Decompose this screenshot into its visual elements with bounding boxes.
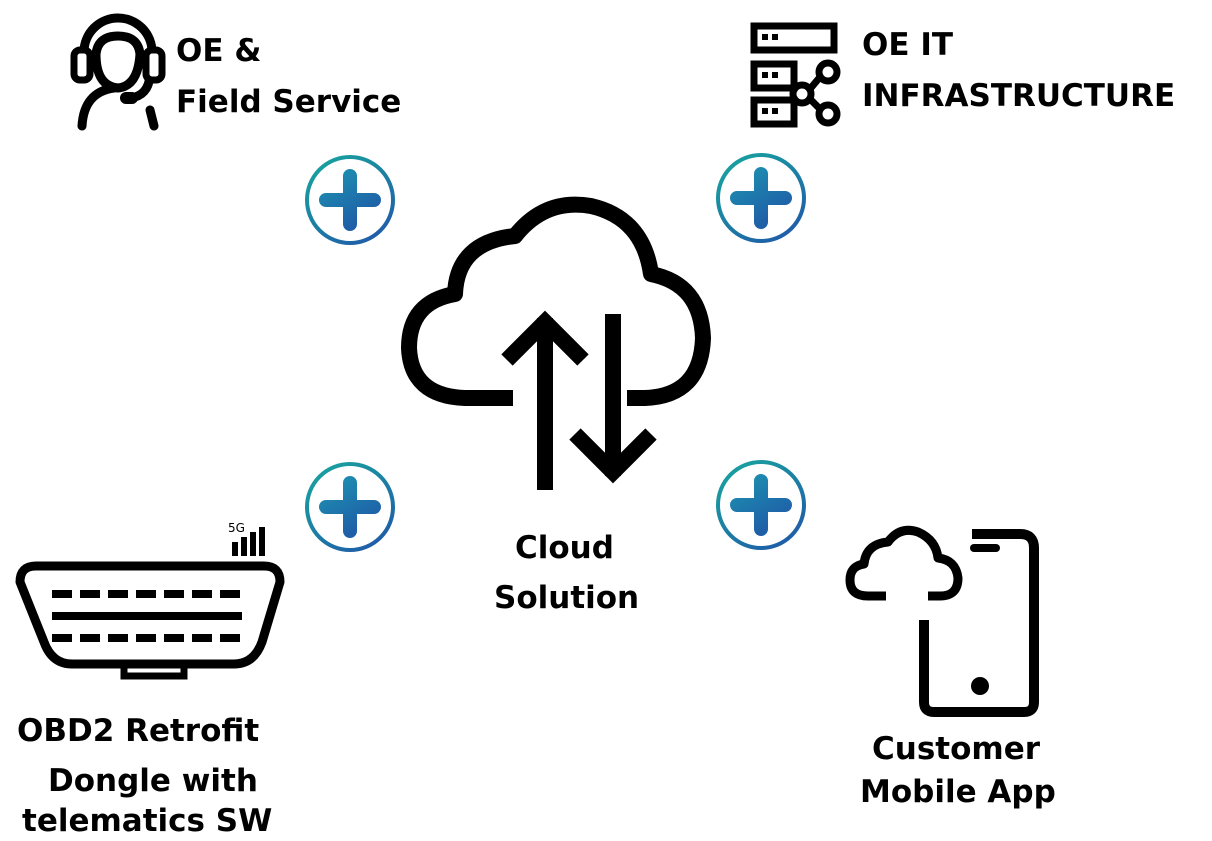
obd2-dongle-label-line2: Dongle with xyxy=(48,763,258,799)
signal-bars-icon xyxy=(232,527,265,556)
cloud-smartphone-icon xyxy=(845,525,1039,717)
plus-circle-icon xyxy=(716,153,806,243)
plus-circle-icon xyxy=(305,462,395,552)
mobile-app-label-line1: Customer xyxy=(872,731,1041,767)
field-service-label-line2: Field Service xyxy=(176,84,402,120)
it-infrastructure-label-line1: OE IT xyxy=(862,27,954,63)
cloud-solution-label-line1: Cloud xyxy=(515,530,614,566)
it-infrastructure-label-line2: INFRASTRUCTURE xyxy=(862,78,1176,114)
headset-agent-icon xyxy=(70,13,166,131)
cloud-sync-icon xyxy=(401,196,711,490)
obd2-dongle-label-line3: telematics SW xyxy=(22,803,273,839)
server-share-icon xyxy=(750,22,841,128)
mobile-app-label-line2: Mobile App xyxy=(860,774,1056,810)
obd2-connector-icon: 5G xyxy=(15,521,285,680)
plus-circle-icon xyxy=(305,155,395,245)
plus-circle-icon xyxy=(716,460,806,550)
cloud-solution-label-line2: Solution xyxy=(494,580,640,616)
field-service-label-line1: OE & xyxy=(176,33,262,69)
signal-5g-label: 5G xyxy=(228,521,245,535)
obd2-dongle-label-line1: OBD2 Retrofit xyxy=(17,713,260,749)
